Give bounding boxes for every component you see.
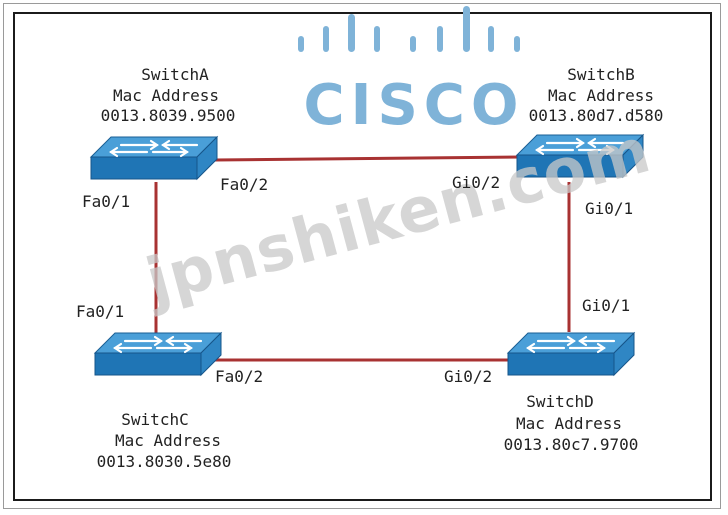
switch-a-mac-label: Mac Address [113,86,219,105]
switch-d-icon [506,331,636,377]
switch-a-port-fa01: Fa0/1 [82,192,131,211]
switch-c-icon [93,331,223,377]
switch-a-port-fa02: Fa0/2 [220,175,269,194]
switch-c-name: SwitchC [121,410,189,429]
switch-c-mac-label: Mac Address [115,431,221,450]
switch-b-port-gi02: Gi0/2 [452,173,501,192]
switch-d-name: SwitchD [526,392,594,411]
cisco-logo-text: CISCO [304,73,525,138]
cisco-logo-bars [298,6,520,52]
switch-c-port-fa01: Fa0/1 [76,302,125,321]
switch-d-port-gi02: Gi0/2 [444,367,493,386]
switch-b-mac-label: Mac Address [548,86,654,105]
switch-c-port-fa02: Fa0/2 [215,367,264,386]
switch-b-port-gi01: Gi0/1 [585,199,634,218]
diagram-frame [13,12,712,501]
switch-d-port-gi01: Gi0/1 [582,296,631,315]
switch-c-mac: 0013.8030.5e80 [96,452,232,471]
switch-b-mac: 0013.80d7.d580 [528,106,664,125]
switch-b-name: SwitchB [567,65,635,84]
link-a-b [214,155,523,162]
switch-a-name: SwitchA [141,65,209,84]
switch-a-icon [89,135,219,181]
switch-d-mac-label: Mac Address [516,414,622,433]
switch-d-mac: 0013.80c7.9700 [503,435,639,454]
switch-a-mac: 0013.8039.9500 [100,106,236,125]
